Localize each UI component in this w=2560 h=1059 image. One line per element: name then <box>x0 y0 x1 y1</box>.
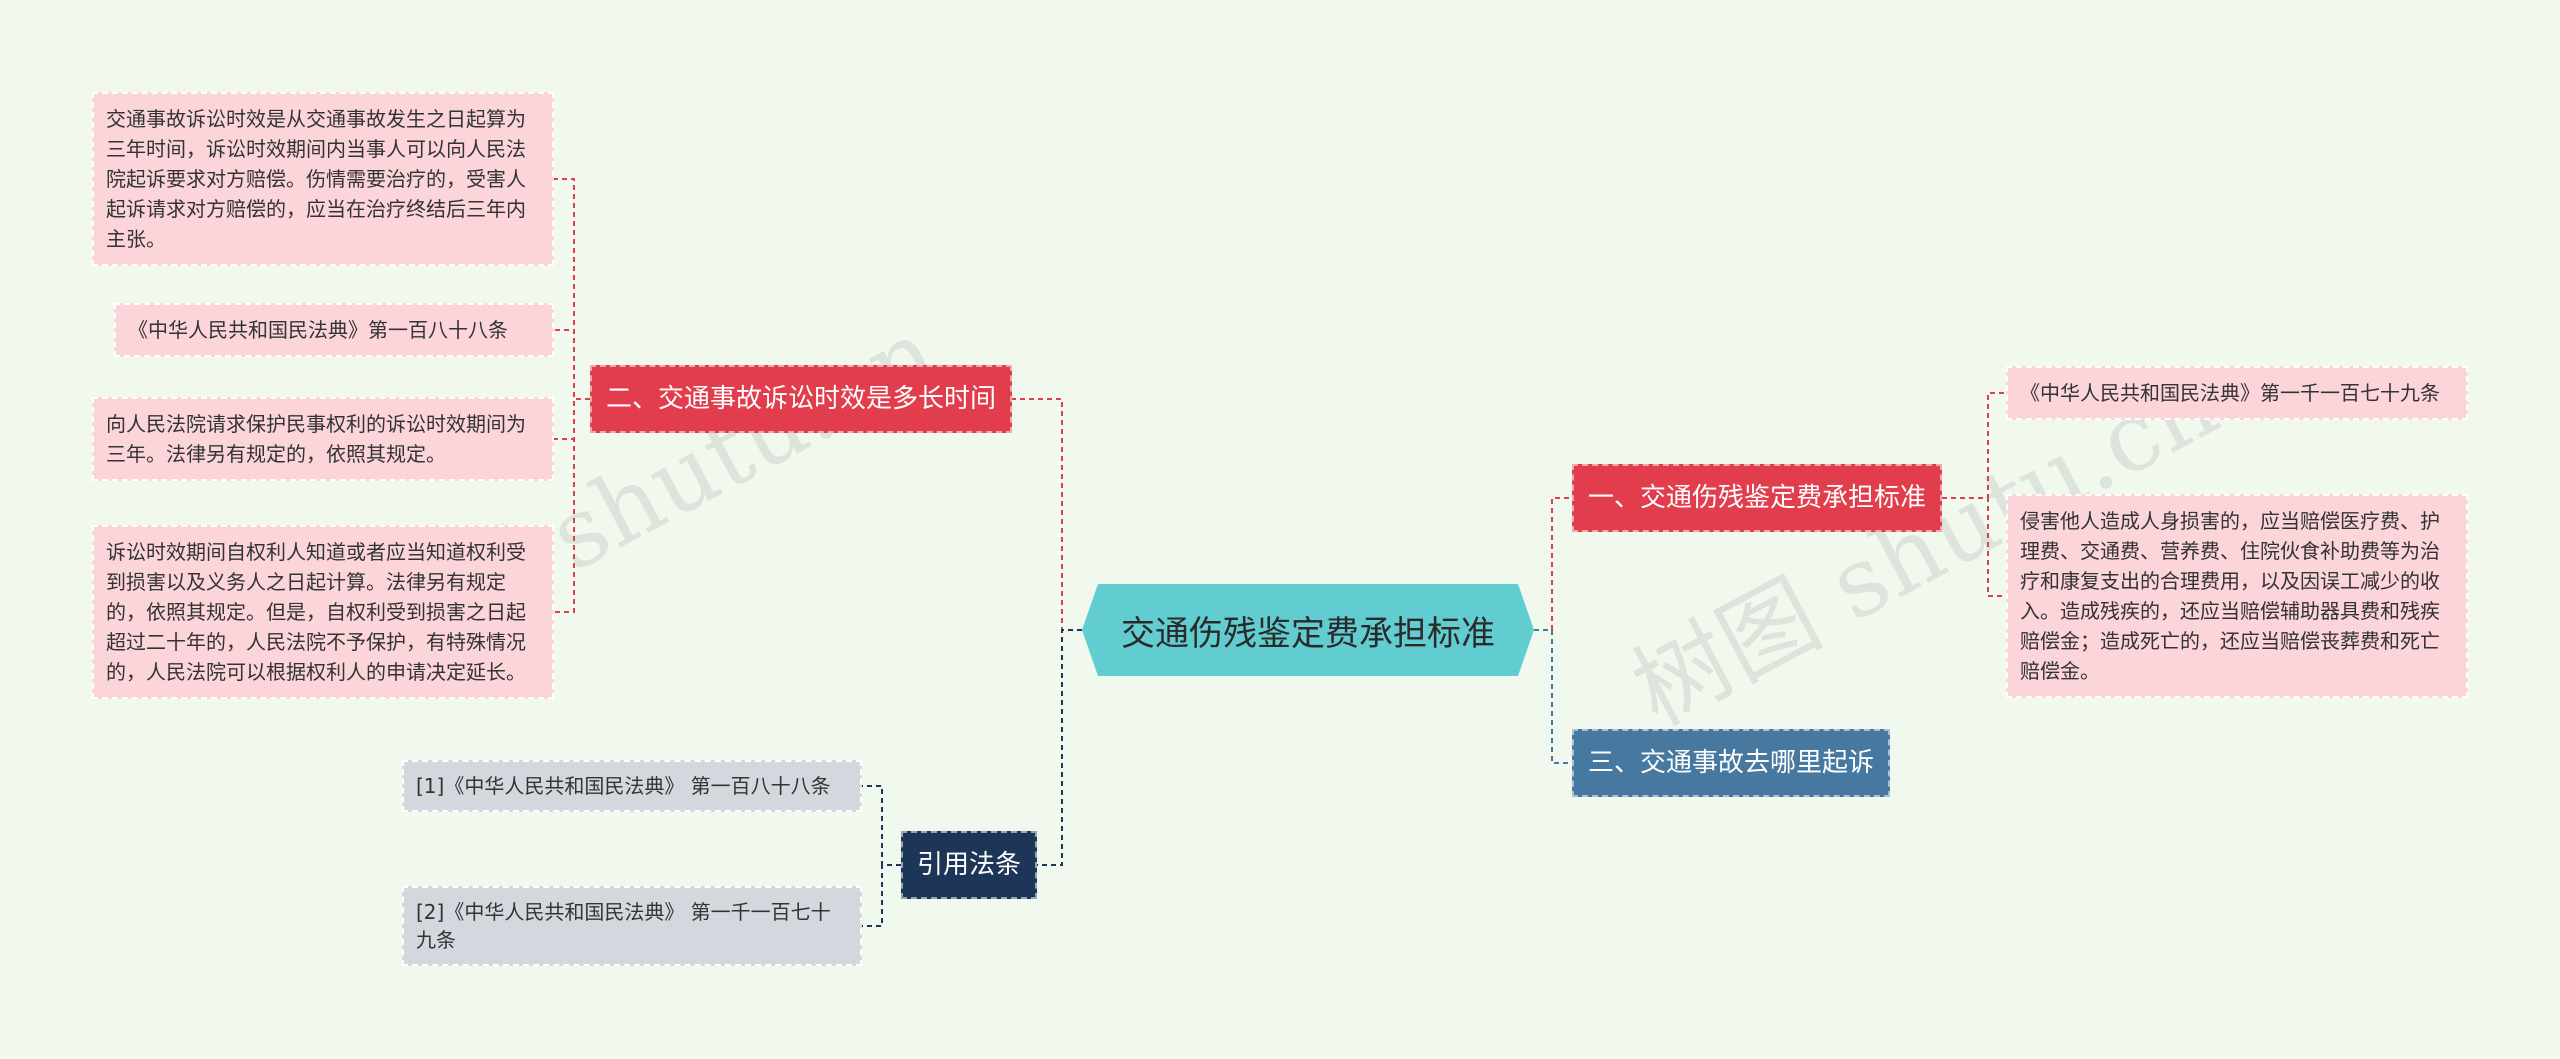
link-root-branch-1 <box>1037 629 1082 866</box>
link-root-branch-2 <box>1534 497 1572 631</box>
root-node[interactable]: 交通伤残鉴定费承担标准 <box>1082 584 1534 676</box>
leaf-civil-code-art1179[interactable]: 《中华人民共和国民法典》第一千一百七十九条 <box>2006 366 2468 420</box>
link-branch-2-leaf-1 <box>1942 497 2006 597</box>
leaf-cited-art188[interactable]: [1]《中华人民共和国民法典》 第一百八十八条 <box>402 760 862 812</box>
link-branch-0-leaf-0 <box>554 178 590 400</box>
link-root-branch-0 <box>1012 398 1082 631</box>
leaf-cited-art1179[interactable]: [2]《中华人民共和国民法典》 第一千一百七十九条 <box>402 886 862 966</box>
branch-appraisal-fee-standard[interactable]: 一、交通伤残鉴定费承担标准 <box>1572 464 1943 532</box>
link-branch-1-leaf-0 <box>862 785 901 866</box>
leaf-period-start[interactable]: 诉讼时效期间自权利人知道或者应当知道权利受到损害以及义务人之日起计算。法律另有规… <box>92 525 554 699</box>
link-branch-0-leaf-1 <box>554 329 590 400</box>
link-branch-1-leaf-1 <box>862 864 901 927</box>
link-branch-2-leaf-0 <box>1942 392 2006 499</box>
leaf-limitations-overview[interactable]: 交通事故诉讼时效是从交通事故发生之日起算为三年时间，诉讼时效期间内当事人可以向人… <box>92 92 554 266</box>
leaf-personal-injury-compensation[interactable]: 侵害他人造成人身损害的，应当赔偿医疗费、护理费、交通费、营养费、住院伙食补助费等… <box>2006 494 2468 698</box>
branch-where-to-sue[interactable]: 三、交通事故去哪里起诉 <box>1572 729 1891 797</box>
link-root-branch-3 <box>1534 629 1572 764</box>
link-branch-0-leaf-2 <box>554 398 590 440</box>
branch-statute-of-limitations[interactable]: 二、交通事故诉讼时效是多长时间 <box>590 365 1013 433</box>
link-branch-0-leaf-3 <box>554 398 590 613</box>
branch-cited-statutes[interactable]: 引用法条 <box>901 831 1038 899</box>
leaf-three-year-period[interactable]: 向人民法院请求保护民事权利的诉讼时效期间为三年。法律另有规定的，依照其规定。 <box>92 397 554 481</box>
leaf-civil-code-art188[interactable]: 《中华人民共和国民法典》第一百八十八条 <box>114 303 554 357</box>
